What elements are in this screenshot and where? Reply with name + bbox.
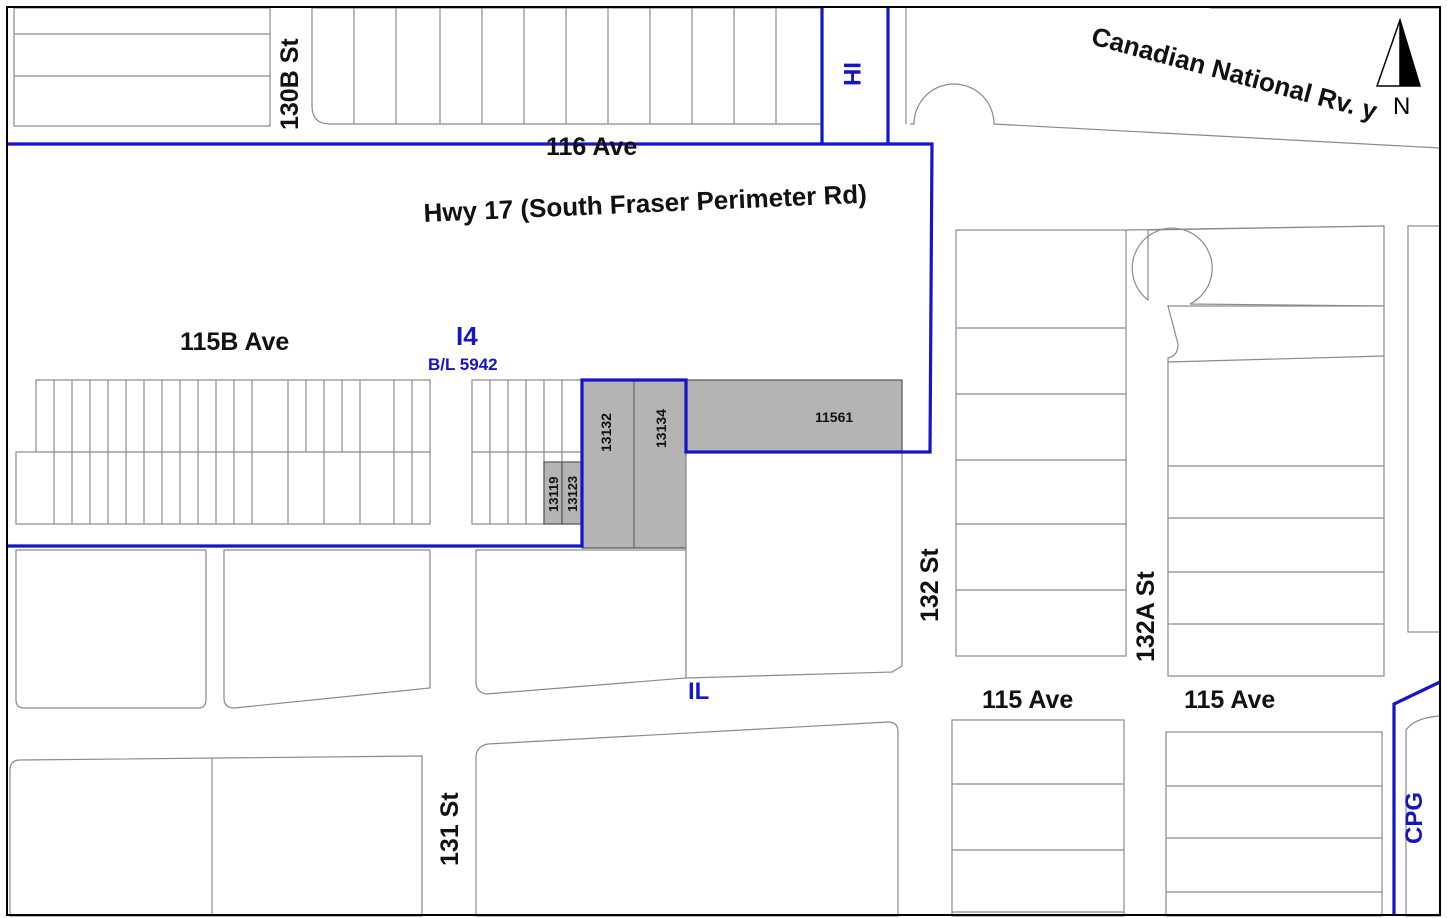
zone-label-ih: IH bbox=[838, 62, 865, 86]
lot-label-13119: 13119 bbox=[546, 477, 561, 512]
zone-i4-boundary bbox=[8, 142, 934, 548]
lot-label-13132: 13132 bbox=[598, 413, 614, 452]
zone-label-i4: I4 bbox=[456, 321, 478, 351]
north-label: N bbox=[1393, 93, 1410, 120]
street-label-115-ave-west: 115 Ave bbox=[982, 686, 1073, 714]
parcel bbox=[311, 7, 823, 125]
zone-ih-boundary bbox=[820, 8, 890, 144]
lot-labels: 13132 13134 11561 13119 13123 bbox=[546, 409, 853, 512]
lot-11561 bbox=[685, 379, 903, 453]
north-arrow-icon: N bbox=[1375, 17, 1422, 120]
zone-label-bylaw: B/L 5942 bbox=[428, 355, 498, 374]
street-label-131-st: 131 St bbox=[436, 792, 464, 866]
middle-blocks bbox=[15, 451, 903, 709]
zone-label-il: IL bbox=[688, 678, 709, 705]
block-115b-ave bbox=[15, 379, 583, 525]
parcel bbox=[13, 7, 271, 127]
street-label-115b-ave: 115B Ave bbox=[180, 328, 289, 356]
east-blocks bbox=[955, 225, 1441, 677]
street-label-130b-st: 130B St bbox=[276, 38, 304, 130]
street-label-hwy-17: Hwy 17 (South Fraser Perimeter Rd) bbox=[423, 179, 867, 228]
lot-label-13134: 13134 bbox=[653, 409, 669, 448]
zone-labels: IH I4 B/L 5942 IL CPG bbox=[428, 62, 1428, 844]
map-frame bbox=[6, 6, 1441, 916]
street-label-115-ave-east: 115 Ave bbox=[1184, 686, 1275, 714]
zone-label-cpg: CPG bbox=[1401, 792, 1428, 844]
lot-label-11561: 11561 bbox=[815, 409, 853, 425]
lot-label-13123: 13123 bbox=[565, 476, 580, 512]
street-label-116-ave: 116 Ave bbox=[546, 133, 637, 161]
zone-boundaries bbox=[8, 8, 1441, 916]
street-label-132-st: 132 St bbox=[916, 548, 944, 622]
zone-cpg-boundary bbox=[1392, 680, 1441, 916]
street-label-cn-railway: Canadian National Rv. y bbox=[1088, 21, 1381, 126]
street-label-132a-st: 132A St bbox=[1132, 571, 1160, 662]
south-blocks bbox=[9, 715, 1441, 917]
